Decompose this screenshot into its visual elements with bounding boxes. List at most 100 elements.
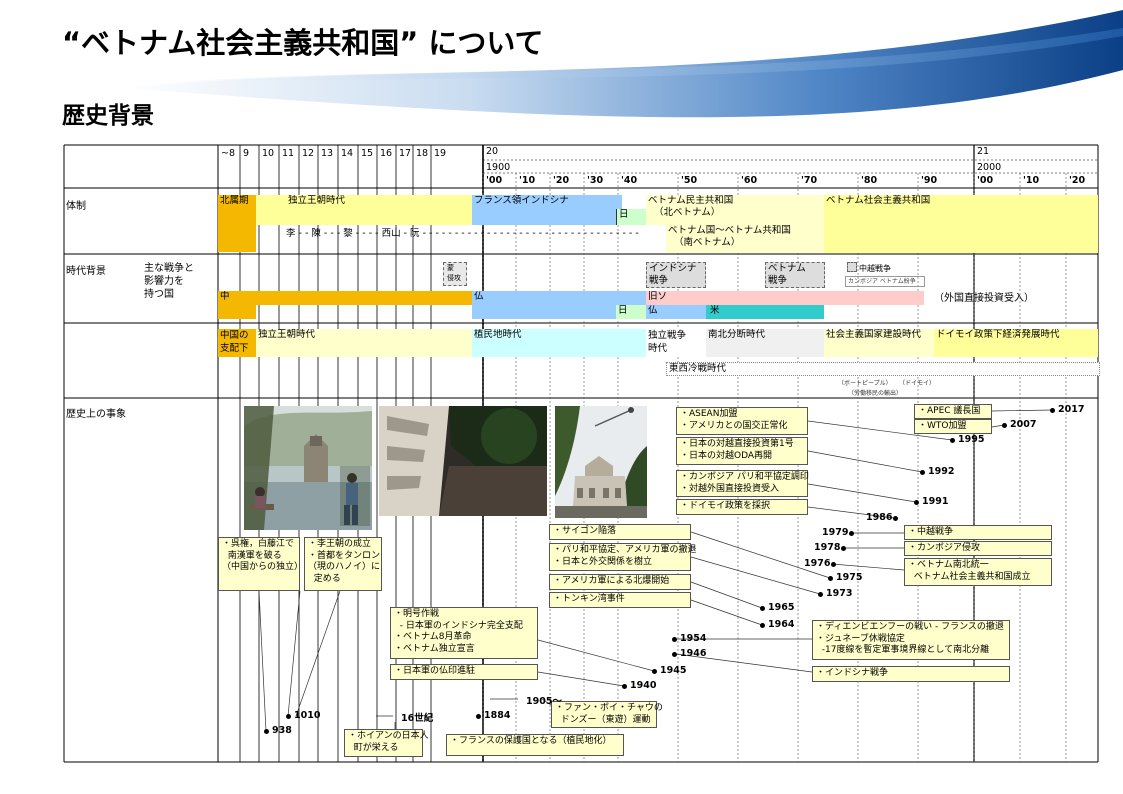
year-label-16c: 16世紀 — [401, 713, 434, 724]
photo-old-quarter-buildings — [379, 406, 547, 516]
year-label-1965: 1965 — [768, 602, 795, 613]
century-label: ~8 — [221, 148, 236, 159]
era-coldwar: 東西冷戦時代 — [666, 362, 1100, 376]
page-title: “ベトナム社会主義共和国” について — [62, 26, 544, 60]
year-label-1991: 1991 — [922, 496, 949, 507]
year-label-2017: 2017 — [1058, 404, 1085, 415]
event-1995: ・ASEAN加盟 ・アメリカとの国交正常化 — [676, 407, 808, 435]
decade-label: '00 — [486, 175, 503, 186]
event-16c: ・ホイアンの日本人 町が栄える — [344, 729, 429, 757]
event-1978: ・カンボジア侵攻 — [904, 541, 1052, 556]
year-dot — [760, 623, 765, 628]
influence-china: 中 — [218, 291, 472, 305]
influence-china-2 — [218, 305, 256, 319]
row-header-wars: 主な戦争と 影響力を 持つ国 — [144, 263, 194, 300]
influence-japan: 日 — [616, 305, 646, 319]
year-dot — [672, 652, 677, 657]
dynasty-sequence: 李 - - 陳 - - - 黎 - - - - 西山 - 阮 - - - - -… — [286, 228, 642, 239]
bar-japan-rule: 日 — [616, 209, 646, 225]
bar-dokuritsu: 独立王朝時代 — [256, 195, 472, 225]
decade-label: '10 — [1023, 175, 1040, 186]
bar-drv: ベトナム民主共和国（北ベトナム） — [646, 195, 824, 225]
war-indochina: インドシナ 戦争 — [646, 262, 706, 288]
year-dot — [672, 637, 677, 642]
event-1965: ・アメリカ軍による北爆開始 — [549, 574, 691, 590]
century-label: 10 — [262, 148, 275, 159]
year-dot — [286, 714, 291, 719]
event-1986: ・ドイモイ政策を採択 — [676, 499, 808, 515]
decade-label: '00 — [977, 175, 994, 186]
bar-french-indochina-2 — [472, 209, 616, 225]
year-dot — [652, 669, 657, 674]
event-1010: ・李王朝の成立 ・首都をタンロン （現のハノイ）に 定める — [304, 537, 382, 591]
label-20c: 20 — [486, 146, 499, 157]
decade-label: '70 — [801, 175, 818, 186]
year-dot — [1002, 423, 1007, 428]
era-independence: 独立戦争 時代 — [646, 329, 706, 357]
century-label: 18 — [416, 148, 429, 159]
event-2017: ・APEC 議長国 — [914, 404, 992, 419]
influence-usa: 米 — [706, 305, 824, 319]
year-label-1010: 1010 — [294, 710, 321, 721]
bar-hokuzoku: 北属期 — [218, 195, 256, 252]
year-dot — [831, 562, 836, 567]
year-label-1964: 1964 — [768, 619, 795, 630]
year-dot — [760, 606, 765, 611]
year-label-1992: 1992 — [928, 466, 955, 477]
century-label: 17 — [399, 148, 412, 159]
year-dot — [841, 546, 846, 551]
year-label-1940: 1940 — [630, 680, 657, 691]
year-label-2007: 2007 — [1010, 419, 1037, 430]
year-dot — [914, 500, 919, 505]
influence-france-2 — [472, 305, 616, 319]
war-cambodia: カンボジア ベトナム紛争 — [845, 276, 925, 287]
year-label-1986: 1986 — [866, 512, 893, 523]
year-label-1884: 1884 — [484, 710, 511, 721]
event-1979: ・中越戦争 — [904, 525, 1052, 540]
year-dot — [893, 516, 898, 521]
event-1954: ・ディエンビエンフーの戦い - フランスの撤退 ・ジュネーブ休戦協定 -17度線… — [812, 620, 1010, 660]
row-header-taisei: 体制 — [66, 201, 86, 212]
era-china-rule: 中国の 支配下 — [218, 329, 256, 357]
event-1940: ・日本軍の仏印進駐 — [390, 664, 538, 680]
influence-france: 仏 — [472, 291, 646, 305]
decade-label: '50 — [681, 175, 698, 186]
note-labor: （労働移民の輸出） — [848, 390, 903, 397]
year-label-1973: 1973 — [826, 588, 853, 599]
fdi-label: （外国直接投資受入） — [934, 293, 1034, 304]
year-label-1979: 1979 — [822, 527, 849, 538]
year-label-1978: 1978 — [814, 542, 841, 553]
photo-opera-house — [555, 406, 647, 518]
decade-label: '90 — [921, 175, 938, 186]
event-1991: ・カンボジア パリ和平協定調印 ・対越外国直接投資受入 — [676, 470, 809, 497]
event-1975: ・サイゴン陥落 — [549, 524, 691, 540]
era-dokuritsu: 独立王朝時代 — [256, 329, 472, 357]
decade-label: '60 — [741, 175, 758, 186]
era-colonial: 植民地時代 — [472, 329, 646, 357]
war-vietnam: ベトナム 戦争 — [765, 262, 825, 288]
event-1973: ・パリ和平協定、アメリカ軍の撤退 ・日本と外交関係を樹立 — [549, 543, 697, 571]
note-boat: （ボートピープル） — [838, 380, 892, 387]
page-subtitle: 歴史背景 — [62, 103, 154, 129]
year-label-1975: 1975 — [836, 572, 863, 583]
year-dot — [818, 592, 823, 597]
year-label-1954: 1954 — [680, 633, 707, 644]
century-label: 9 — [243, 148, 250, 159]
decade-label: '20 — [553, 175, 570, 186]
year-dot — [622, 684, 627, 689]
war-genko: 蒙 侵攻 — [443, 262, 467, 286]
event-1946: ・インドシナ戦争 — [812, 666, 1010, 682]
year-dot — [950, 438, 955, 443]
year-label-1945: 1945 — [660, 665, 687, 676]
bar-srv: ベトナム社会主義共和国 — [824, 195, 1098, 253]
influence-soviet: 旧ソ — [646, 291, 924, 305]
year-dot — [264, 729, 269, 734]
year-label-1995: 1995 — [958, 434, 985, 445]
event-1976: ・ベトナム南北統一 ベトナム社会主義共和国成立 — [904, 558, 1052, 586]
label-2000: 2000 — [977, 162, 1002, 173]
era-division: 南北分断時代 — [706, 329, 824, 357]
event-1905: ・ファン・ボイ・チャウの ドンズー（東遊）運動 — [551, 701, 663, 728]
year-label-1905: 1905～ — [526, 696, 562, 707]
event-1945: ・明号作戦 - 日本軍のインドシナ完全支配 ・ベトナム8月革命 ・ベトナム独立宣… — [390, 607, 538, 659]
label-1900: 1900 — [486, 162, 511, 173]
